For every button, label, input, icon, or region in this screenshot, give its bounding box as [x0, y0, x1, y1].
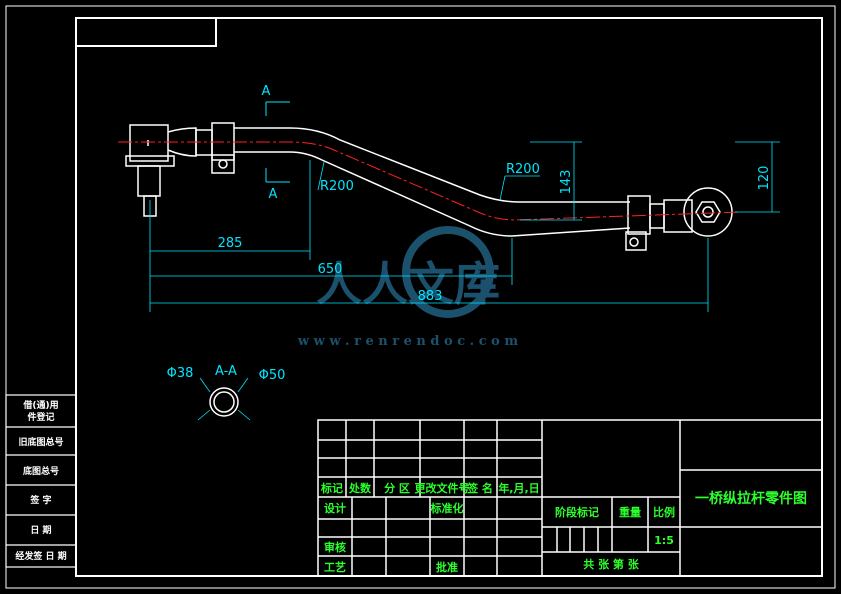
code-box	[75, 17, 217, 47]
tube-upper-edge	[234, 127, 630, 203]
side-table-date: 日 期	[30, 524, 51, 536]
tb-change-doc: 更改文件号	[415, 481, 470, 495]
dim-285: 285	[218, 236, 243, 251]
tb-stage-mark: 阶段标记	[555, 505, 599, 519]
section-markers	[265, 101, 290, 183]
dim-r200-right: R200	[506, 162, 540, 177]
right-ball-head	[683, 187, 733, 237]
tb-zone: 分 区	[384, 481, 410, 495]
side-table-issuer: 经发签 日 期	[15, 550, 66, 562]
side-table-reuse: 借(通)用	[22, 399, 58, 411]
left-ball-joint	[129, 124, 169, 162]
watermark-url: w w w . r e n r e n d o c . c o m	[297, 334, 518, 349]
tube-lower-edge	[234, 151, 631, 237]
outer-border	[5, 5, 836, 589]
section-inner-dia: Φ38	[167, 366, 194, 381]
tb-design: 设计	[324, 501, 346, 515]
tb-review: 审核	[324, 540, 346, 554]
dim-883: 883	[418, 289, 443, 304]
section-outer-dia: Φ50	[259, 368, 286, 383]
tb-weight: 重量	[619, 505, 641, 519]
dimension-lines	[149, 141, 780, 312]
side-table-register: 件登记	[27, 411, 54, 423]
section-label-top: A	[262, 84, 271, 99]
dim-143: 143	[559, 170, 574, 195]
side-table	[5, 394, 77, 568]
side-table-base-no: 底图总号	[23, 465, 59, 477]
section-view	[197, 377, 251, 421]
watermark: 人人文库 w w w . r e n r e n d o c . c o m	[297, 226, 518, 349]
tb-date: 年,月,日	[498, 481, 539, 495]
center-line	[118, 141, 741, 221]
side-table-sign: 签 字	[29, 494, 51, 506]
tb-standardize: 标准化	[430, 501, 464, 515]
tb-process: 工艺	[324, 560, 346, 574]
watermark-text: 人人文库	[316, 257, 500, 311]
tb-count: 处数	[348, 481, 372, 495]
section-label-bottom: A	[269, 187, 278, 202]
tb-sheets: 共 张 第 张	[583, 557, 639, 571]
dim-650: 650	[318, 262, 343, 277]
tb-scale-label: 比例	[653, 505, 675, 519]
tb-approve: 批准	[436, 560, 458, 574]
drawing-title: 一桥纵拉杆零件图	[695, 490, 807, 507]
tb-sign: 签 名	[466, 481, 493, 495]
title-block	[317, 419, 823, 577]
tb-scale-value: 1:5	[654, 534, 674, 547]
tb-mark: 标记	[320, 481, 343, 495]
dim-120: 120	[757, 166, 772, 191]
right-clamp	[627, 195, 651, 235]
section-title: A-A	[215, 364, 237, 379]
dim-r200-left: R200	[320, 179, 354, 194]
side-table-old-no: 旧底图总号	[18, 436, 63, 448]
